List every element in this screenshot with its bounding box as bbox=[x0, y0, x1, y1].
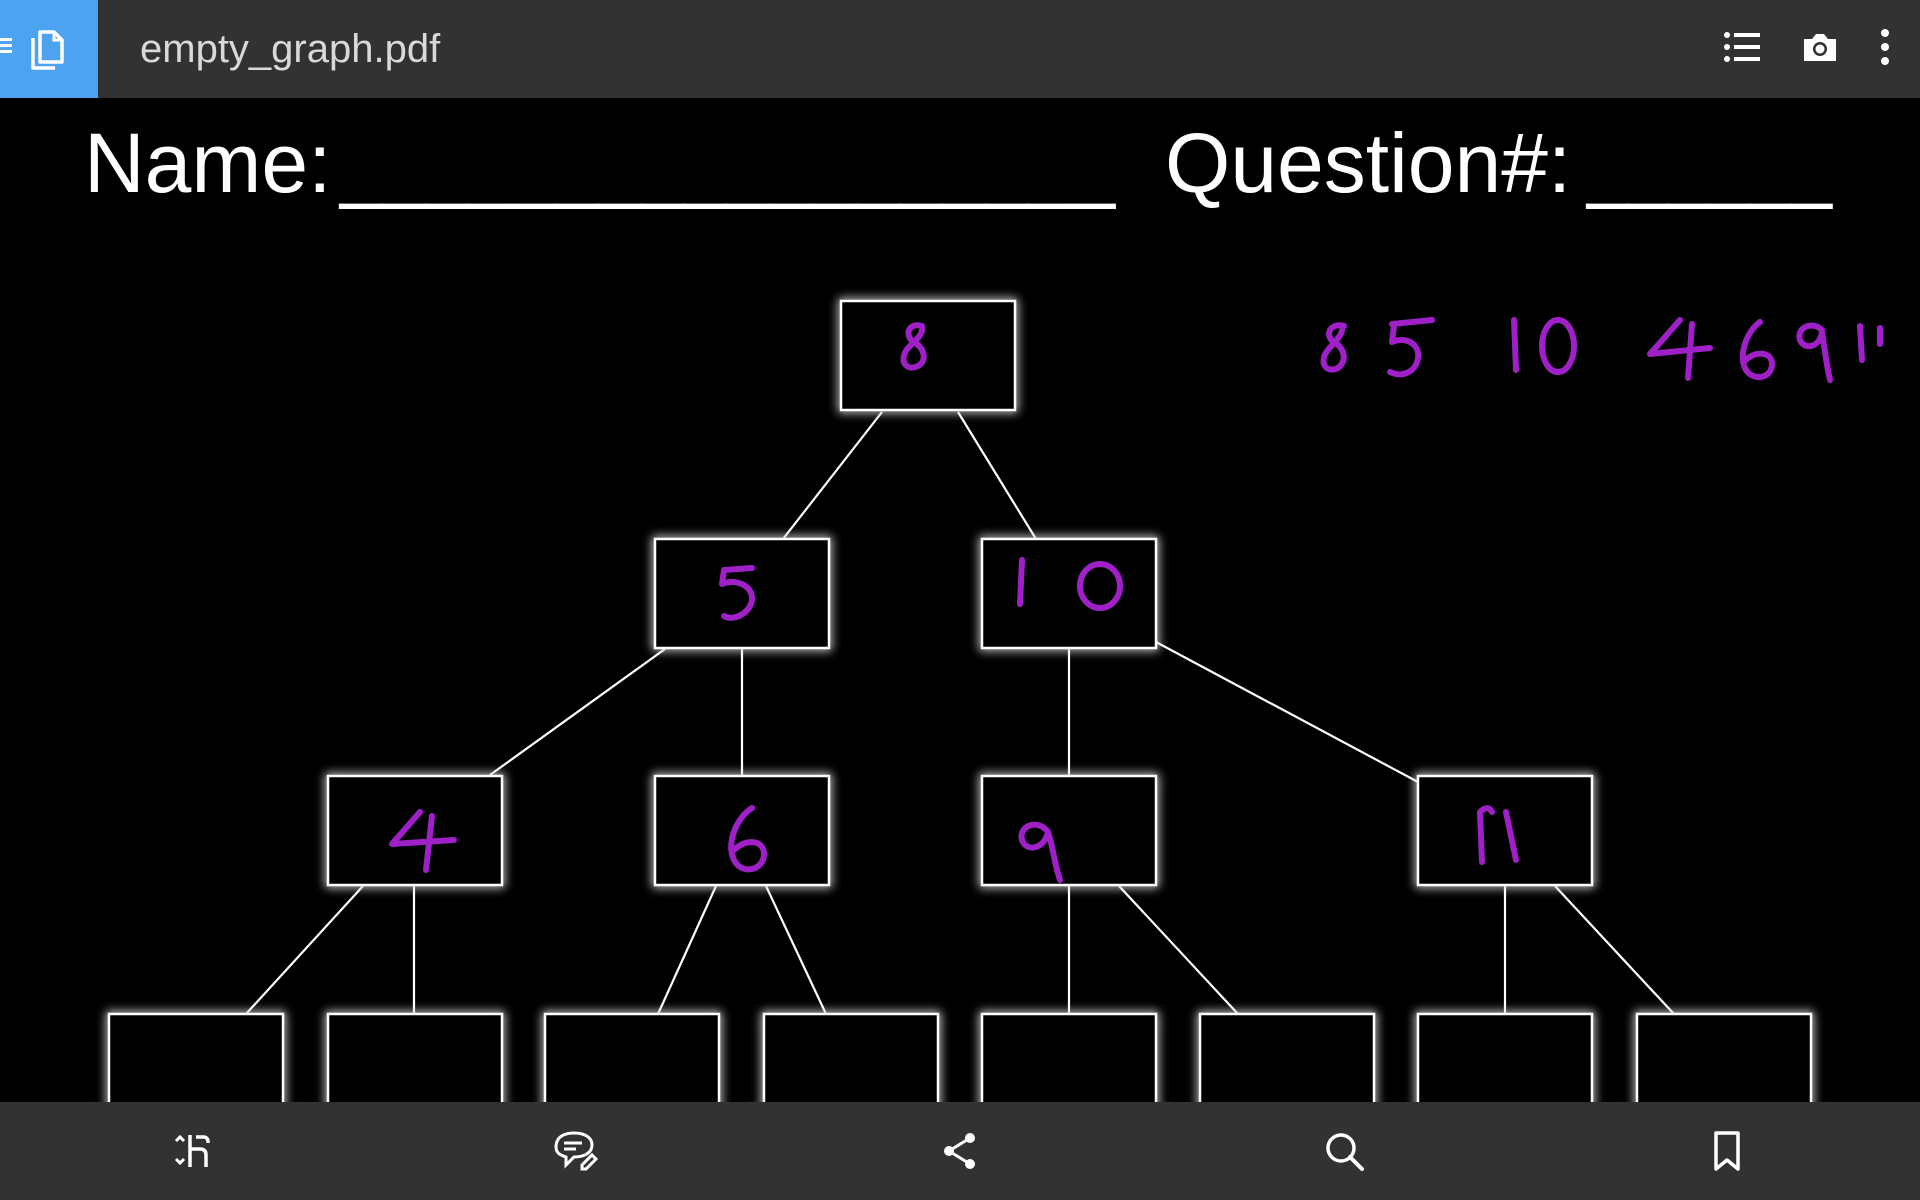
top-toolbar: empty_graph.pdf bbox=[0, 0, 1920, 98]
handwritten-value-10 bbox=[1017, 557, 1123, 611]
name-blank: __________________ bbox=[338, 116, 1116, 210]
share-icon[interactable] bbox=[938, 1129, 982, 1173]
question-label: Question#: bbox=[1165, 116, 1571, 210]
tree-node-l3-1 bbox=[326, 774, 504, 887]
reflow-icon[interactable] bbox=[170, 1129, 214, 1173]
bookmark-icon[interactable] bbox=[1708, 1129, 1746, 1173]
page-canvas: Name: __________________ Question#: ____… bbox=[84, 116, 1883, 1102]
documents-button[interactable] bbox=[0, 0, 98, 98]
document-title: empty_graph.pdf bbox=[140, 27, 441, 71]
handwritten-value-4 bbox=[389, 809, 457, 873]
tree-edges bbox=[245, 411, 1675, 1015]
tree-node-l3-4 bbox=[1416, 774, 1594, 887]
tree-node-l2-left bbox=[653, 537, 831, 650]
tree-node-l4-4 bbox=[762, 1012, 940, 1102]
handwritten-value-5 bbox=[719, 565, 755, 621]
tree-node-l4-2 bbox=[326, 1012, 504, 1102]
bottom-toolbar bbox=[0, 1102, 1920, 1200]
documents-icon bbox=[0, 30, 64, 70]
handwritten-value-6 bbox=[728, 805, 767, 873]
handwritten-value-8 bbox=[900, 322, 927, 371]
tree-node-root bbox=[839, 299, 1017, 412]
tree-node-l4-6 bbox=[1198, 1012, 1376, 1102]
handwritten-value-9 bbox=[1018, 821, 1063, 883]
question-blank: ______ bbox=[1585, 116, 1833, 210]
handwritten-value-11 bbox=[1477, 805, 1519, 865]
pdf-page[interactable]: Name: __________________ Question#: ____… bbox=[0, 98, 1920, 1102]
name-label: Name: bbox=[84, 116, 331, 210]
tree-node-l3-3 bbox=[980, 774, 1158, 887]
search-icon[interactable] bbox=[1322, 1129, 1366, 1173]
tree-node-l4-3 bbox=[543, 1012, 721, 1102]
annotate-icon[interactable] bbox=[552, 1129, 598, 1173]
more-vert-icon[interactable] bbox=[1870, 27, 1900, 67]
tree-node-l4-1 bbox=[107, 1012, 285, 1102]
camera-icon[interactable] bbox=[1800, 27, 1840, 67]
outline-list-icon[interactable] bbox=[1722, 27, 1762, 67]
tree-node-l2-right bbox=[980, 537, 1158, 650]
tree-node-l4-8 bbox=[1635, 1012, 1813, 1102]
handwritten-insertion-sequence bbox=[1320, 317, 1883, 383]
tree-node-l4-7 bbox=[1416, 1012, 1594, 1102]
tree-node-l4-5 bbox=[980, 1012, 1158, 1102]
